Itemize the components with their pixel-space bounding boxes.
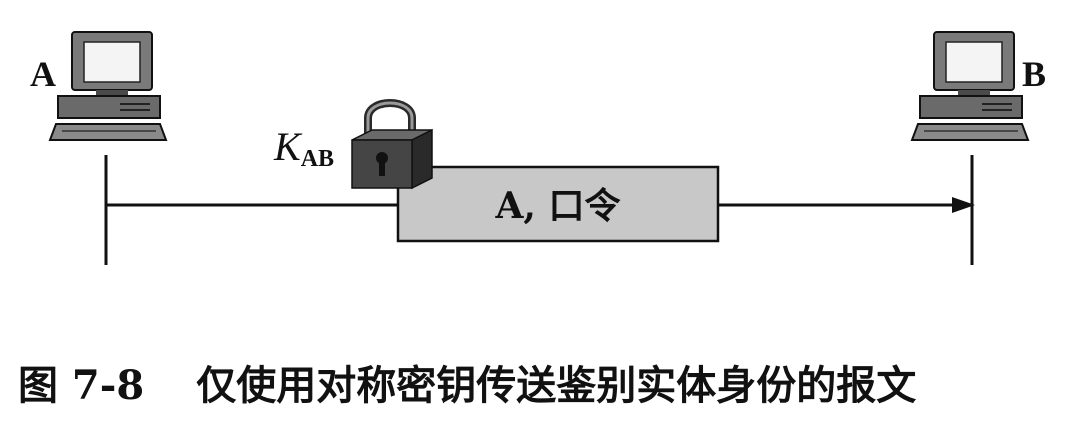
node-label-b: B [1022, 54, 1046, 94]
computer-icon-a [48, 31, 168, 141]
key-subscript: AB [301, 146, 334, 172]
arrowhead-icon [952, 197, 975, 213]
lock-icon [351, 99, 433, 190]
computer-icon-b [910, 31, 1030, 141]
key-symbol: K [273, 124, 303, 169]
figure-number: 图 7-8 [18, 362, 145, 409]
figure-caption-text: 仅使用对称密钥传送鉴别实体身份的报文 [196, 362, 917, 409]
key-label: KAB [273, 124, 334, 172]
node-label-a: A [30, 54, 56, 94]
figure-caption: 图 7-8 仅使用对称密钥传送鉴别实体身份的报文 [18, 356, 1058, 416]
message-text: A, 口令 [495, 185, 622, 227]
message-box [396, 165, 720, 243]
